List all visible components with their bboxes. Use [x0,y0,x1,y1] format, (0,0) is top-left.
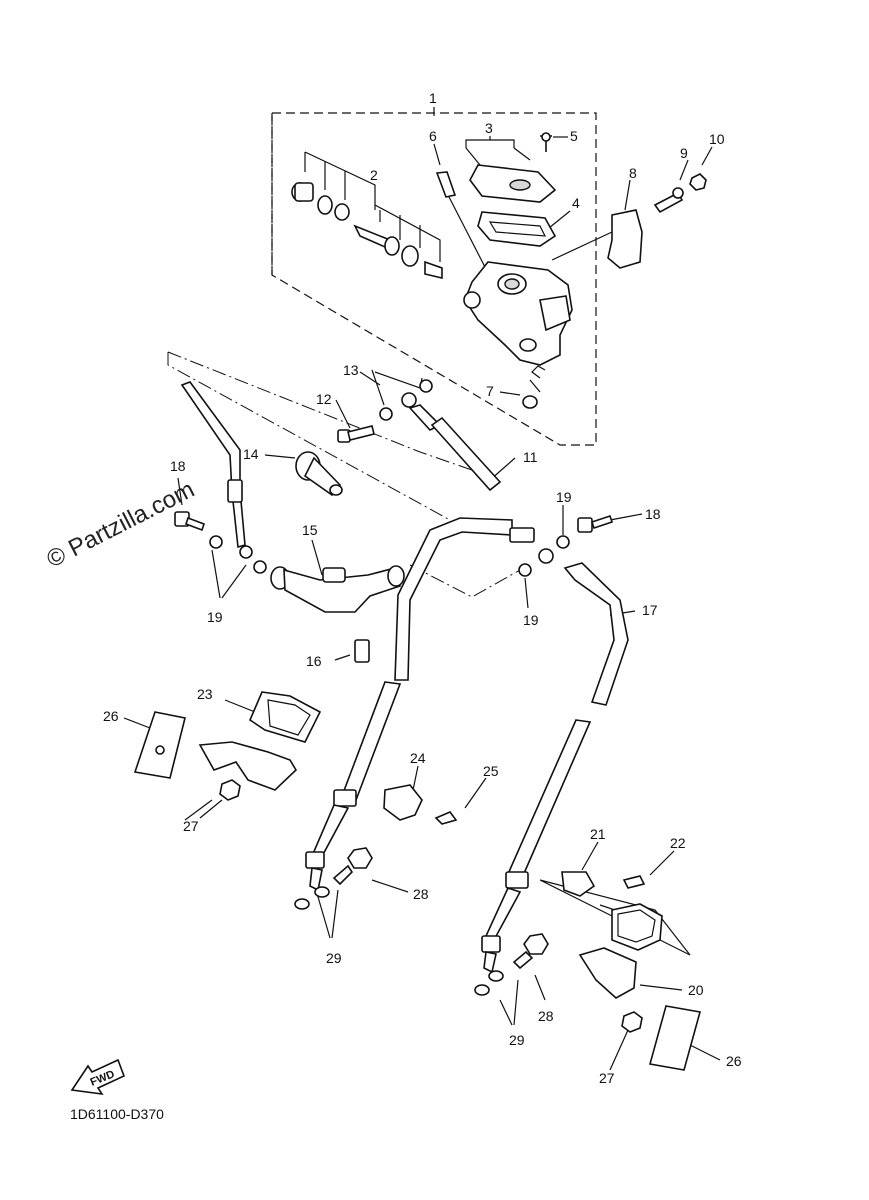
callout-19-left: 19 [207,609,223,625]
callout-19-mid: 19 [523,612,539,628]
hose-right-lower [481,719,592,974]
callout-25: 25 [483,763,499,779]
bolt-28-left [332,847,373,886]
nut-27-right [621,1011,643,1033]
callout-6: 6 [429,128,437,144]
callout-26-left: 26 [103,708,119,724]
callout-11: 11 [523,449,538,465]
nut-27-left [219,779,241,801]
callout-13: 13 [343,362,359,378]
callout-12: 12 [316,391,332,407]
bolt-18-right [577,514,614,533]
callout-18-left: 18 [170,458,186,474]
callout-4: 4 [572,195,580,211]
nut-7 [522,395,538,409]
guide-23 [198,691,322,791]
callout-18-right: 18 [645,506,661,522]
callout-29-right: 29 [509,1032,525,1048]
bolt-18-left [174,511,206,532]
clamp-24 [383,784,458,825]
clamp-21 [561,871,646,897]
bolt-28-right [512,933,549,970]
callout-1: 1 [429,90,437,106]
callout-9: 9 [680,145,688,161]
guide-20 [578,903,663,999]
callout-8: 8 [629,165,637,181]
hose-left-lower [305,681,402,892]
bolt-12 [337,407,393,443]
hose-left-upper [180,381,253,559]
callout-2: 2 [370,167,378,183]
fwd-arrow-icon: FWD [70,1058,126,1096]
callout-26-right: 26 [726,1053,742,1069]
plate-26-right [648,1005,702,1071]
callout-19-top: 19 [556,489,572,505]
hose-11 [401,379,502,492]
assembly-1-frame [271,112,597,446]
callout-20: 20 [688,982,704,998]
callout-28-right: 28 [538,1008,554,1024]
washer-29-right [474,970,504,996]
callout-3: 3 [485,120,493,136]
callout-28-left: 28 [413,886,429,902]
callout-14: 14 [243,446,259,462]
piston-kit [291,182,443,280]
hose-routing-frame [167,351,521,598]
callout-21: 21 [590,826,606,842]
washer-19-left [209,535,570,577]
reservoir-cap [435,132,557,247]
callout-labels: 1 2 3 4 5 6 7 8 9 10 11 12 13 14 15 16 1… [103,90,742,1086]
callout-23: 23 [197,686,213,702]
callout-24: 24 [410,750,426,766]
callout-7: 7 [486,383,494,399]
callout-22: 22 [670,835,686,851]
callout-29-left: 29 [326,950,342,966]
plate-26-left [133,711,186,779]
callout-15: 15 [302,522,318,538]
banjo-14 [295,451,343,497]
master-cylinder-body [463,261,573,366]
callout-17: 17 [642,602,658,618]
joint-15 [270,565,405,663]
washer-29-left [294,886,330,910]
hose-17 [394,517,629,706]
callout-27-left: 27 [183,818,199,834]
callout-27-right: 27 [599,1070,615,1086]
callout-16: 16 [306,653,322,669]
callout-10: 10 [709,131,725,147]
clamp-holder [551,173,707,269]
diagram-code: 1D61100-D370 [70,1106,164,1122]
callout-5: 5 [570,128,578,144]
